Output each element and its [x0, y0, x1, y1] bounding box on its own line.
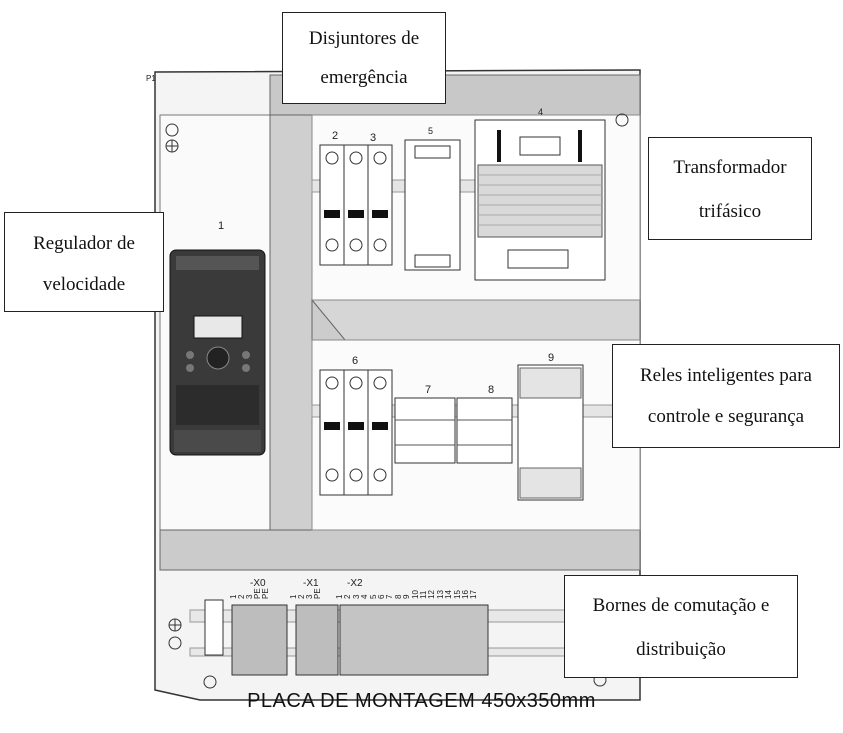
middle-duct-bevel — [310, 299, 641, 341]
component-number-7: 7 — [425, 384, 432, 396]
mounting-hole — [165, 123, 179, 137]
component-number-5: 5 — [428, 126, 434, 136]
component-number-2: 2 — [332, 130, 339, 142]
callout-transformador: Transformador trifásico — [648, 137, 812, 240]
mounting-hole — [168, 636, 182, 650]
component-number-4: 4 — [538, 107, 544, 117]
terminal-number: 9 — [402, 594, 412, 599]
component-number-9: 9 — [548, 352, 555, 364]
component-number-8: 8 — [488, 384, 495, 396]
power-supply — [404, 139, 461, 271]
callout-reles: Reles inteligentes para controle e segur… — [612, 344, 840, 448]
contactor-8 — [456, 397, 513, 464]
three-phase-transformer — [474, 119, 606, 281]
callout-regulador: Regulador de velocidade — [4, 212, 164, 312]
callout-disjuntores: Disjuntores de emergência — [282, 12, 446, 104]
callout-bornes: Bornes de comutação e distribuição — [564, 575, 798, 678]
terminal-group-x2: -X2 — [347, 578, 363, 589]
panel-tag: P1 — [146, 74, 156, 83]
smart-relay — [517, 364, 584, 501]
terminal-number: PE — [313, 588, 322, 599]
bottom-duct — [159, 529, 641, 571]
terminal-number: 17 — [469, 590, 479, 599]
terminal-number: 14 — [444, 590, 454, 599]
terminal-group-x0: -X0 — [250, 578, 266, 589]
left-duct — [269, 114, 313, 536]
contactor-7 — [394, 397, 456, 464]
terminal-number: PE — [261, 588, 270, 599]
terminal-group-x1: -X1 — [303, 578, 319, 589]
terminal-number: 4 — [360, 594, 370, 599]
mounting-hole — [615, 113, 629, 127]
breaker-group-bottom — [319, 369, 393, 496]
mounting-hole — [203, 675, 217, 689]
component-number-1: 1 — [218, 220, 225, 232]
terminal-blocks — [204, 599, 489, 676]
speed-drive — [169, 249, 266, 456]
plate-caption: PLACA DE MONTAGEM 450x350mm — [247, 690, 596, 712]
component-number-3: 3 — [370, 132, 377, 144]
breaker-group-top — [319, 144, 393, 266]
component-number-6: 6 — [352, 355, 359, 367]
